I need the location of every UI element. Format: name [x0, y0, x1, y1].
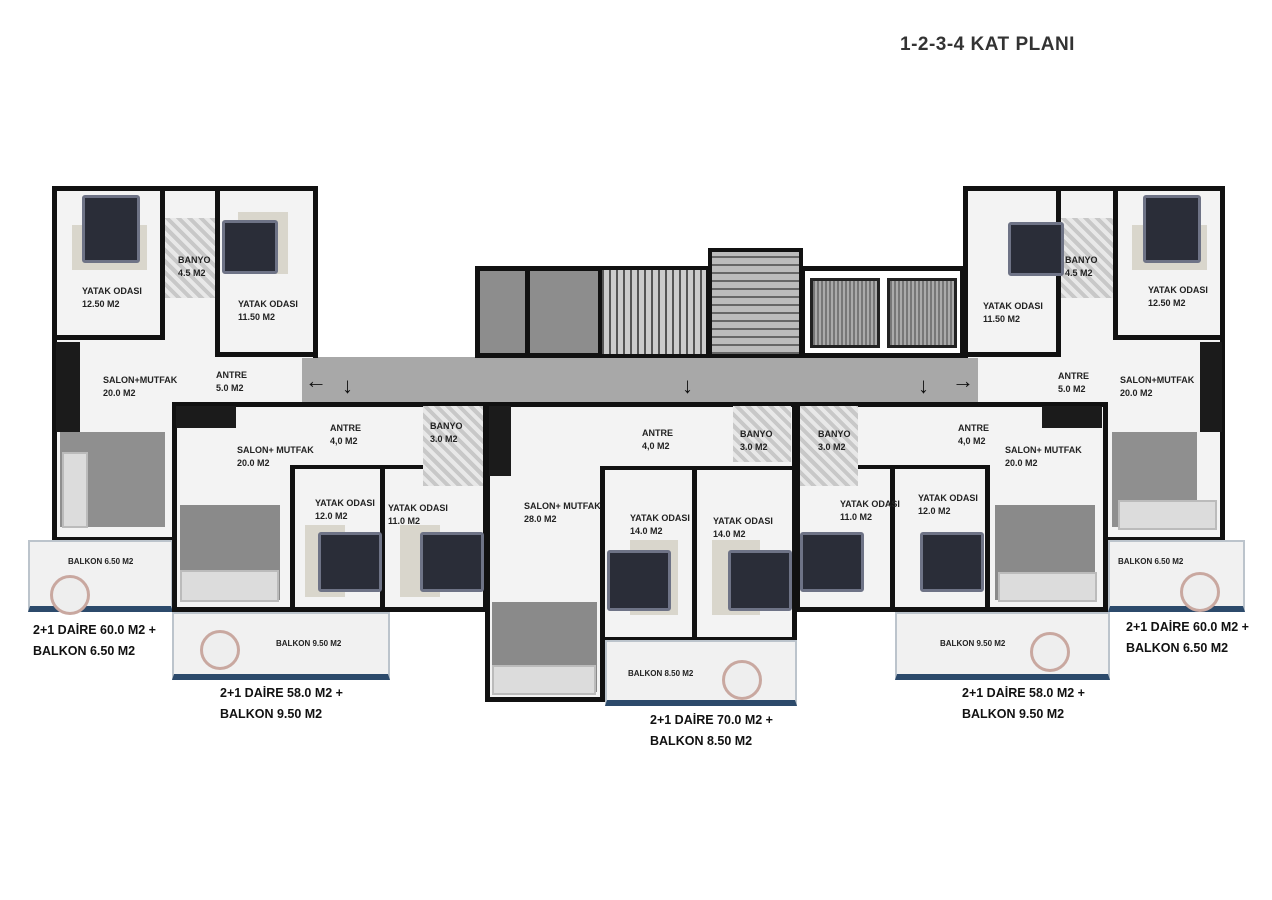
- wall: [1113, 190, 1118, 338]
- dining-table-icon: [200, 630, 240, 670]
- balcony-label: BALKON 9.50 M2: [276, 639, 342, 648]
- kitchen-counter: [489, 406, 511, 476]
- west-balcony: [28, 540, 173, 612]
- corridor: [300, 357, 980, 405]
- bed-icon: [800, 532, 864, 592]
- bathroom-tiles: [423, 406, 483, 486]
- sofa-icon: [998, 572, 1097, 602]
- center-balcony: [605, 640, 797, 706]
- kitchen-counter: [1042, 406, 1102, 428]
- wall: [692, 468, 697, 640]
- wall: [55, 335, 165, 340]
- arrow-right-icon: →: [952, 368, 974, 393]
- sofa-icon: [492, 665, 596, 695]
- kitchen-counter: [1200, 342, 1222, 432]
- bathroom-tiles: [165, 218, 215, 298]
- wall: [290, 465, 295, 610]
- unit-summary: 2+1 DAİRE 58.0 M2 +BALKON 9.50 M2: [220, 686, 343, 721]
- bed-icon: [318, 532, 382, 592]
- bed-icon: [607, 550, 671, 611]
- sofa-icon: [1118, 500, 1217, 530]
- balcony-label: BALKON 9.50 M2: [940, 639, 1006, 648]
- east-unit-hall: [978, 340, 1225, 405]
- spiral-stairs: [708, 248, 803, 358]
- balcony-label: BALKON 6.50 M2: [68, 557, 134, 566]
- wall: [600, 466, 795, 470]
- balcony-label: BALKON 6.50 M2: [1118, 557, 1184, 566]
- dining-table-icon: [1030, 632, 1070, 672]
- bed-icon: [222, 220, 278, 274]
- dining-table-icon: [50, 575, 90, 615]
- unit-summary: 2+1 DAİRE 70.0 M2 +BALKON 8.50 M2: [650, 713, 773, 748]
- wall: [215, 352, 315, 357]
- kitchen-counter: [56, 342, 80, 432]
- wall: [890, 465, 895, 610]
- east-balcony: [1108, 540, 1245, 612]
- bed-icon: [728, 550, 792, 611]
- bed-icon: [920, 532, 984, 592]
- sofa-icon: [180, 570, 279, 602]
- bed-icon: [1143, 195, 1201, 263]
- east-inner-balcony: [895, 612, 1110, 680]
- wall: [525, 266, 530, 358]
- wall: [290, 465, 425, 469]
- unit-summary: 2+1 DAİRE 60.0 M2 +BALKON 6.50 M2: [33, 623, 156, 658]
- bed-icon: [1008, 222, 1064, 276]
- wall: [160, 190, 165, 338]
- bathroom-tiles: [800, 406, 858, 486]
- kitchen-counter: [176, 406, 236, 428]
- bathroom-tiles: [1061, 218, 1113, 298]
- wall: [380, 465, 385, 610]
- elevator-2: [887, 278, 957, 348]
- bed-icon: [82, 195, 140, 263]
- wall: [966, 352, 1061, 357]
- unit-summary: 2+1 DAİRE 60.0 M2 +BALKON 6.50 M2: [1126, 620, 1249, 655]
- arrow-down-icon: ↓: [918, 373, 929, 398]
- wall: [1113, 335, 1223, 340]
- bathroom-tiles: [733, 406, 791, 462]
- arrow-down-icon: ↓: [342, 373, 353, 398]
- dining-table-icon: [1180, 572, 1220, 612]
- dining-table-icon: [722, 660, 762, 700]
- elevator-1: [810, 278, 880, 348]
- wall: [600, 468, 605, 640]
- arrow-left-icon: ←: [305, 368, 327, 393]
- unit-summary: 2+1 DAİRE 58.0 M2 +BALKON 9.50 M2: [962, 686, 1085, 721]
- wall: [985, 465, 990, 610]
- wall: [800, 465, 990, 469]
- stairs: [598, 266, 710, 358]
- wall: [215, 190, 220, 355]
- balcony-label: BALKON 8.50 M2: [628, 669, 694, 678]
- bed-icon: [420, 532, 484, 592]
- west-unit-hall: [52, 340, 302, 405]
- arrow-down-icon: ↓: [682, 373, 693, 398]
- plan-title: 1-2-3-4 KAT PLANI: [900, 34, 1075, 55]
- sofa-icon: [62, 452, 88, 528]
